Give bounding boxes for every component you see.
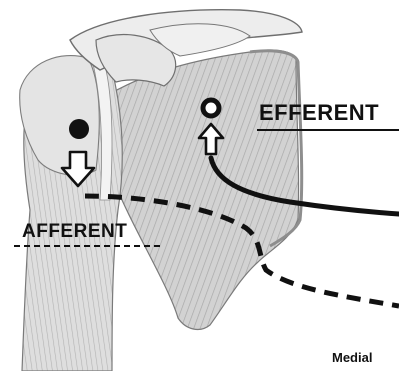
open-circle-icon [203,100,219,116]
scapula-muscle [108,50,299,329]
medial-side-label: Medial [332,350,372,365]
filled-circle-icon [69,119,89,139]
afferent-label: AFFERENT [22,221,127,243]
efferent-label: EFFERENT [259,100,379,126]
